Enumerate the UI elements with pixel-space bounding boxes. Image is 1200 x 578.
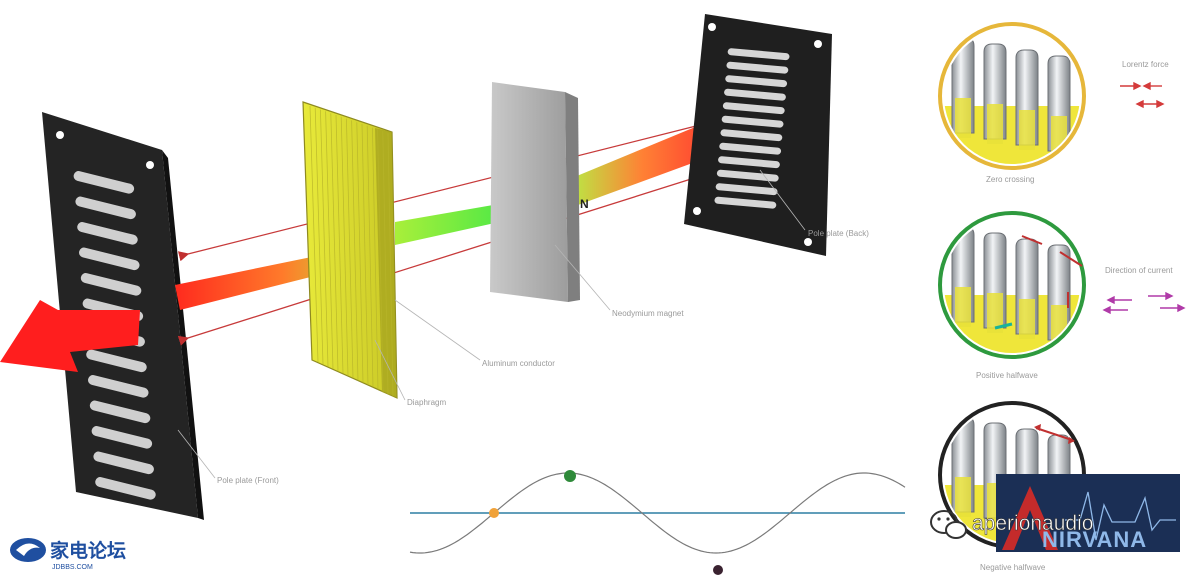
inset-positive-halfwave: Positive halfwave Direction of current [938,211,1186,380]
conductor-line [340,116,349,376]
conductor-line [309,105,319,363]
conductor-line [314,107,324,365]
side-title-lorentz: Lorentz force [1122,60,1169,69]
front-slot [75,196,136,220]
conductor-line [387,132,394,397]
front-slot [77,222,138,245]
jdbbs-watermark: 家电论坛 JDBBS.COM [10,538,126,571]
current-arrows [1102,291,1186,315]
caption-positive-halfwave: Positive halfwave [976,371,1038,380]
label-pole-plate-back: Pole plate (Back) [808,229,869,238]
aperion-badge: NIRVANA aperionaudio [930,474,1180,552]
side-title-current: Direction of current [1105,266,1173,275]
aluminum-conductor-lines [309,105,394,397]
conductor-line [335,114,344,374]
positive-peak-dot [564,470,576,482]
zero-crossing-dot [489,508,499,518]
signal-waveform [409,470,906,575]
conductor-line [351,120,359,381]
front-slot [73,171,135,194]
front-slot [88,375,149,398]
back-slot [727,48,790,61]
conductor-line [330,113,339,372]
conductor-line [325,111,334,369]
label-pole-plate-front: Pole plate (Front) [217,476,279,485]
neodymium-magnet: N [490,82,589,302]
field-line-top [177,124,701,262]
conductor-line [382,131,389,395]
back-slot [726,61,789,74]
label-diaphragm: Diaphragm [407,398,446,407]
wechat-icon [930,510,967,539]
pole-plate-back [684,14,832,256]
lorentz-arrows [1120,81,1165,109]
nirvana-text: NIRVANA [1042,527,1147,552]
conductor-line [366,125,374,388]
front-slot [91,426,153,449]
magnet-pole-label: N [580,197,589,211]
back-slot [725,75,788,88]
field-beam-right [572,125,728,205]
back-slot [720,129,783,142]
conductor-line [377,129,384,392]
back-slot [722,102,785,115]
conductor-line [320,109,329,367]
back-slot [724,88,786,101]
callouts [177,169,806,479]
front-slot [93,451,154,475]
back-slot [718,156,780,169]
front-slot [95,477,156,500]
conductor-line [372,127,379,390]
aperion-logo-icon [1002,486,1176,550]
label-aluminum-conductor: Aluminum conductor [482,359,555,368]
front-slot [80,273,142,296]
conductor-line [356,122,364,383]
conductor-line [361,123,369,386]
front-slot [89,400,151,424]
back-slot [721,115,784,128]
field-exit-arrow [0,300,140,372]
jdbbs-logo-text: 家电论坛 [50,539,126,562]
front-slot [86,349,147,373]
jdbbs-url: JDBBS.COM [52,564,93,571]
caption-negative-halfwave: Negative halfwave [980,563,1046,572]
caption-zero-crossing: Zero crossing [986,175,1034,184]
diaphragm [302,101,398,399]
back-slot [715,183,778,196]
front-slot [79,247,140,271]
negative-peak-dot [713,565,723,575]
back-slot [714,196,777,209]
back-slot [719,142,782,155]
back-slot [716,169,779,182]
label-neodymium-magnet: Neodymium magnet [612,309,684,318]
conductor-line [346,118,354,379]
wechat-handle: aperionaudio [972,512,1093,535]
inset-zero-crossing: Zero crossing Lorentz force [938,22,1169,184]
back-slots [714,48,790,209]
